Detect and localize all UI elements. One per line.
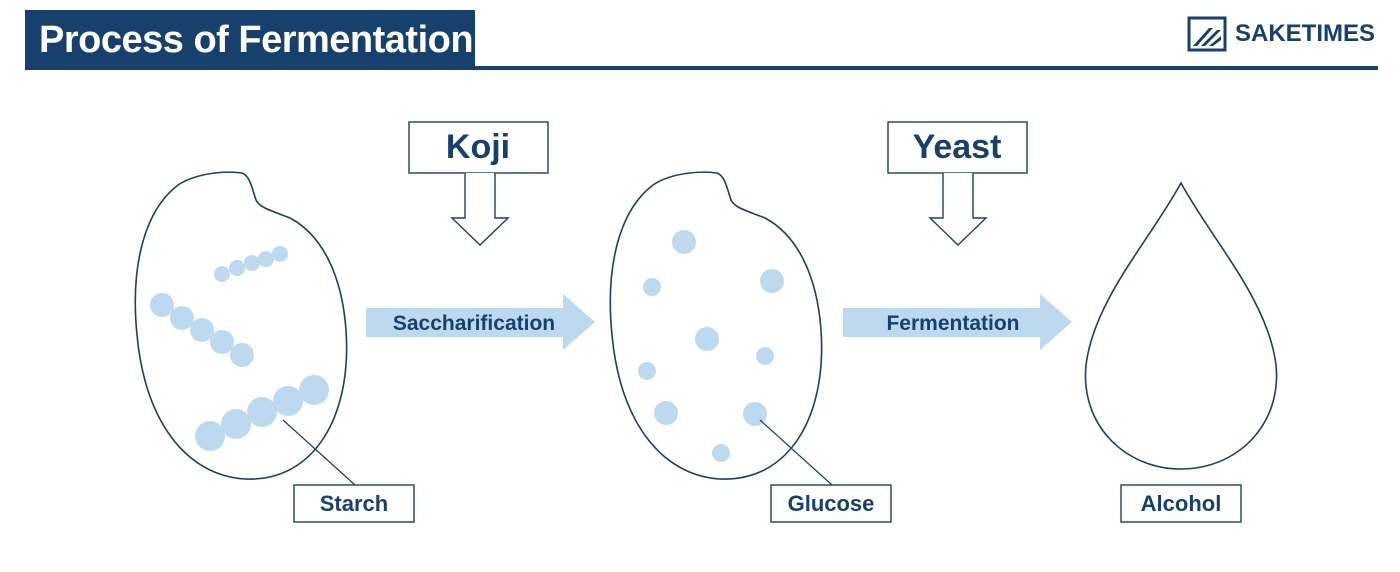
- saketimes-logo-icon: [1187, 16, 1227, 52]
- page-title: Process of Fermentation: [25, 10, 475, 70]
- koji-label: Koji: [446, 128, 510, 166]
- yeast-box: [887, 121, 1028, 174]
- fermentation-label: Fermentation: [886, 312, 1019, 335]
- brand-name: SAKETIMES: [1234, 20, 1375, 47]
- saccharification-arrow: [366, 294, 595, 350]
- starch-leader-line: [282, 419, 356, 486]
- starch-chain-small: [214, 246, 288, 282]
- starch-label-box: [293, 484, 415, 523]
- rice-grain-glucose: [609, 171, 823, 480]
- glucose-leader-line: [759, 419, 833, 486]
- koji-down-arrow: [450, 173, 510, 246]
- starch-chain-medium: [150, 293, 254, 367]
- title-rule: [25, 66, 1378, 70]
- starch-chain-large: [195, 375, 329, 451]
- starch-label: Starch: [320, 491, 388, 516]
- yeast-down-arrow: [928, 173, 988, 246]
- fermentation-arrow: [843, 294, 1072, 350]
- glucose-label: Glucose: [788, 491, 875, 516]
- yeast-label: Yeast: [913, 128, 1002, 166]
- alcohol-label-box: [1120, 484, 1242, 523]
- glucose-label-box: [770, 484, 892, 523]
- koji-box: [408, 121, 549, 174]
- glucose-molecules: [638, 230, 784, 462]
- saccharification-label: Saccharification: [393, 312, 555, 335]
- brand: SAKETIMES: [1187, 14, 1375, 54]
- alcohol-drop: [1084, 181, 1278, 470]
- alcohol-label: Alcohol: [1141, 491, 1222, 516]
